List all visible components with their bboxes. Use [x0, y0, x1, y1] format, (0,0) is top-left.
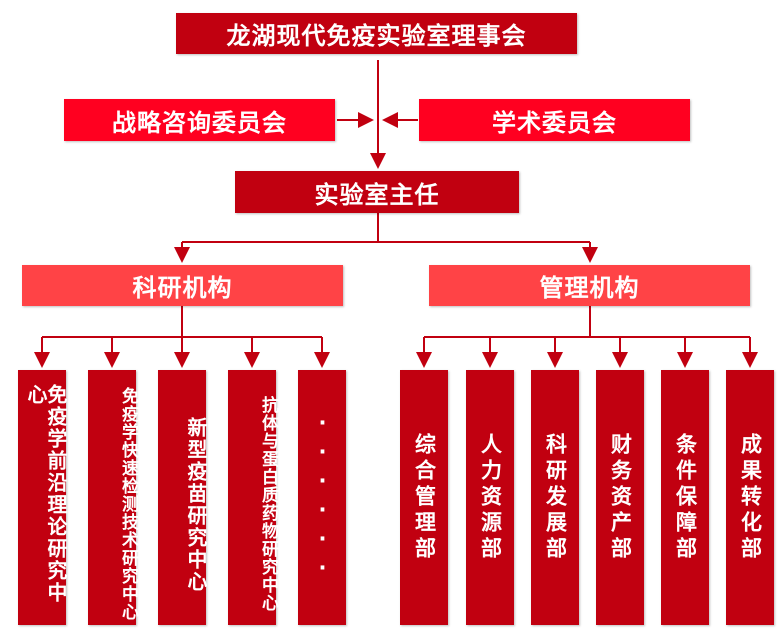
research-unit: 免疫学前沿理论研究中心 — [18, 370, 68, 625]
research-unit: 抗体与蛋白质药物研究中心 — [228, 370, 278, 625]
academic-committee-box: 学术委员会 — [419, 99, 690, 141]
director-box: 实验室主任 — [235, 171, 519, 213]
board-box: 龙湖现代免疫实验室理事会 — [176, 13, 577, 54]
admin-unit: 科研发展部 — [531, 370, 579, 625]
research-unit: 免疫学快速检测技术研究中心 — [88, 370, 138, 625]
research-unit-ellipsis: ······ — [298, 370, 346, 625]
admin-unit: 综合管理部 — [400, 370, 448, 625]
research-unit: 新型疫苗研究中心 — [158, 370, 208, 625]
admin-unit: 条件保障部 — [661, 370, 709, 625]
research-branch-box: 科研机构 — [22, 265, 343, 306]
strategy-committee-box: 战略咨询委员会 — [64, 99, 335, 141]
admin-unit: 人力资源部 — [466, 370, 514, 625]
admin-branch-box: 管理机构 — [429, 265, 750, 306]
admin-unit: 财务资产部 — [596, 370, 644, 625]
admin-unit: 成果转化部 — [726, 370, 774, 625]
